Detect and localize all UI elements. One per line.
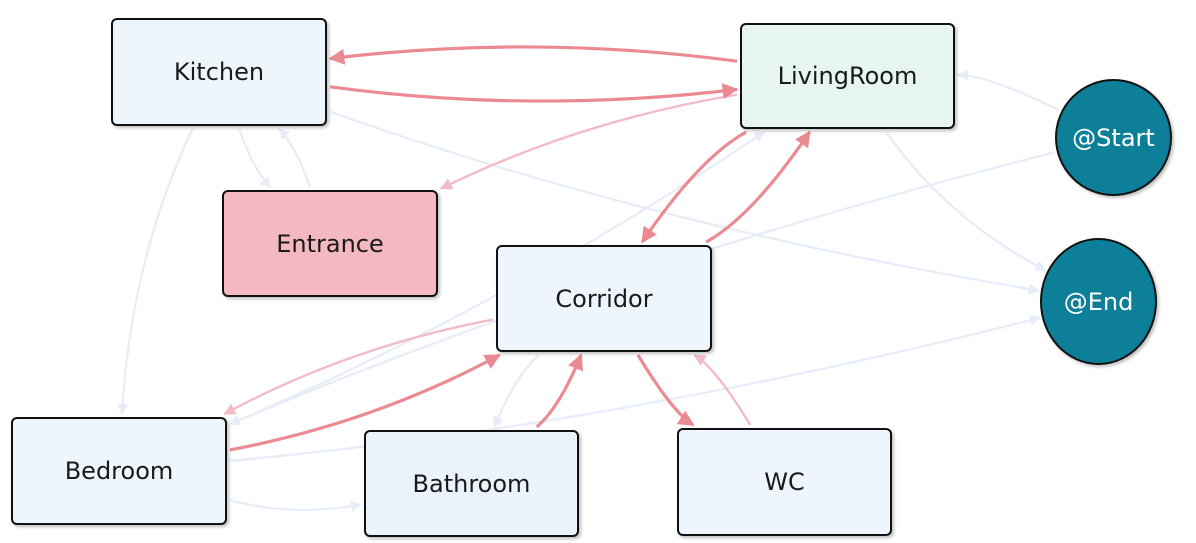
- node-entrance[interactable]: Entrance: [222, 190, 438, 297]
- edge-kitchen-to-bedroom: [117, 128, 194, 416]
- node-start[interactable]: @Start: [1055, 79, 1172, 196]
- edge-start-to-livingroom: [956, 69, 1060, 112]
- edge-corridor-to-livingroom: [705, 130, 811, 244]
- node-label: WC: [764, 468, 805, 496]
- edge-corridor-to-bathroom: [493, 354, 540, 429]
- node-bedroom[interactable]: Bedroom: [11, 417, 227, 525]
- node-label: @End: [1063, 287, 1134, 316]
- node-wc[interactable]: WC: [677, 428, 892, 536]
- node-label: @Start: [1072, 123, 1155, 152]
- node-label: Kitchen: [173, 58, 265, 86]
- edge-wc-to-corridor: [693, 353, 752, 426]
- node-label: LivingRoom: [777, 62, 918, 90]
- edge-corridor-to-wc: [636, 354, 695, 427]
- edge-livingroom-to-corridor: [640, 130, 747, 244]
- node-corridor[interactable]: Corridor: [496, 245, 712, 352]
- edge-kitchen-to-end: [329, 110, 1040, 295]
- edge-bedroom-to-corridor: [229, 353, 501, 452]
- edge-livingroom-to-kitchen: [328, 45, 738, 65]
- node-label: Bedroom: [64, 457, 174, 485]
- node-label: Bathroom: [412, 469, 531, 498]
- edge-livingroom-to-entrance: [439, 93, 738, 190]
- node-livingroom[interactable]: LivingRoom: [740, 23, 955, 129]
- node-end[interactable]: @End: [1040, 238, 1157, 365]
- edge-bedroom-to-bathroom: [229, 499, 363, 512]
- node-label: Corridor: [555, 284, 653, 313]
- edge-kitchen-to-entrance: [238, 128, 272, 188]
- edge-corridor-to-bedroom: [223, 318, 494, 416]
- edge-bedroom-to-end: [229, 314, 1041, 462]
- edge-livingroom-to-end: [885, 131, 1047, 272]
- edge-entrance-to-kitchen: [278, 128, 312, 188]
- node-kitchen[interactable]: Kitchen: [111, 18, 327, 126]
- edge-bathroom-to-corridor: [535, 353, 584, 429]
- edge-kitchen-to-livingroom: [329, 83, 739, 103]
- node-label: Entrance: [276, 229, 384, 258]
- node-bathroom[interactable]: Bathroom: [364, 430, 579, 537]
